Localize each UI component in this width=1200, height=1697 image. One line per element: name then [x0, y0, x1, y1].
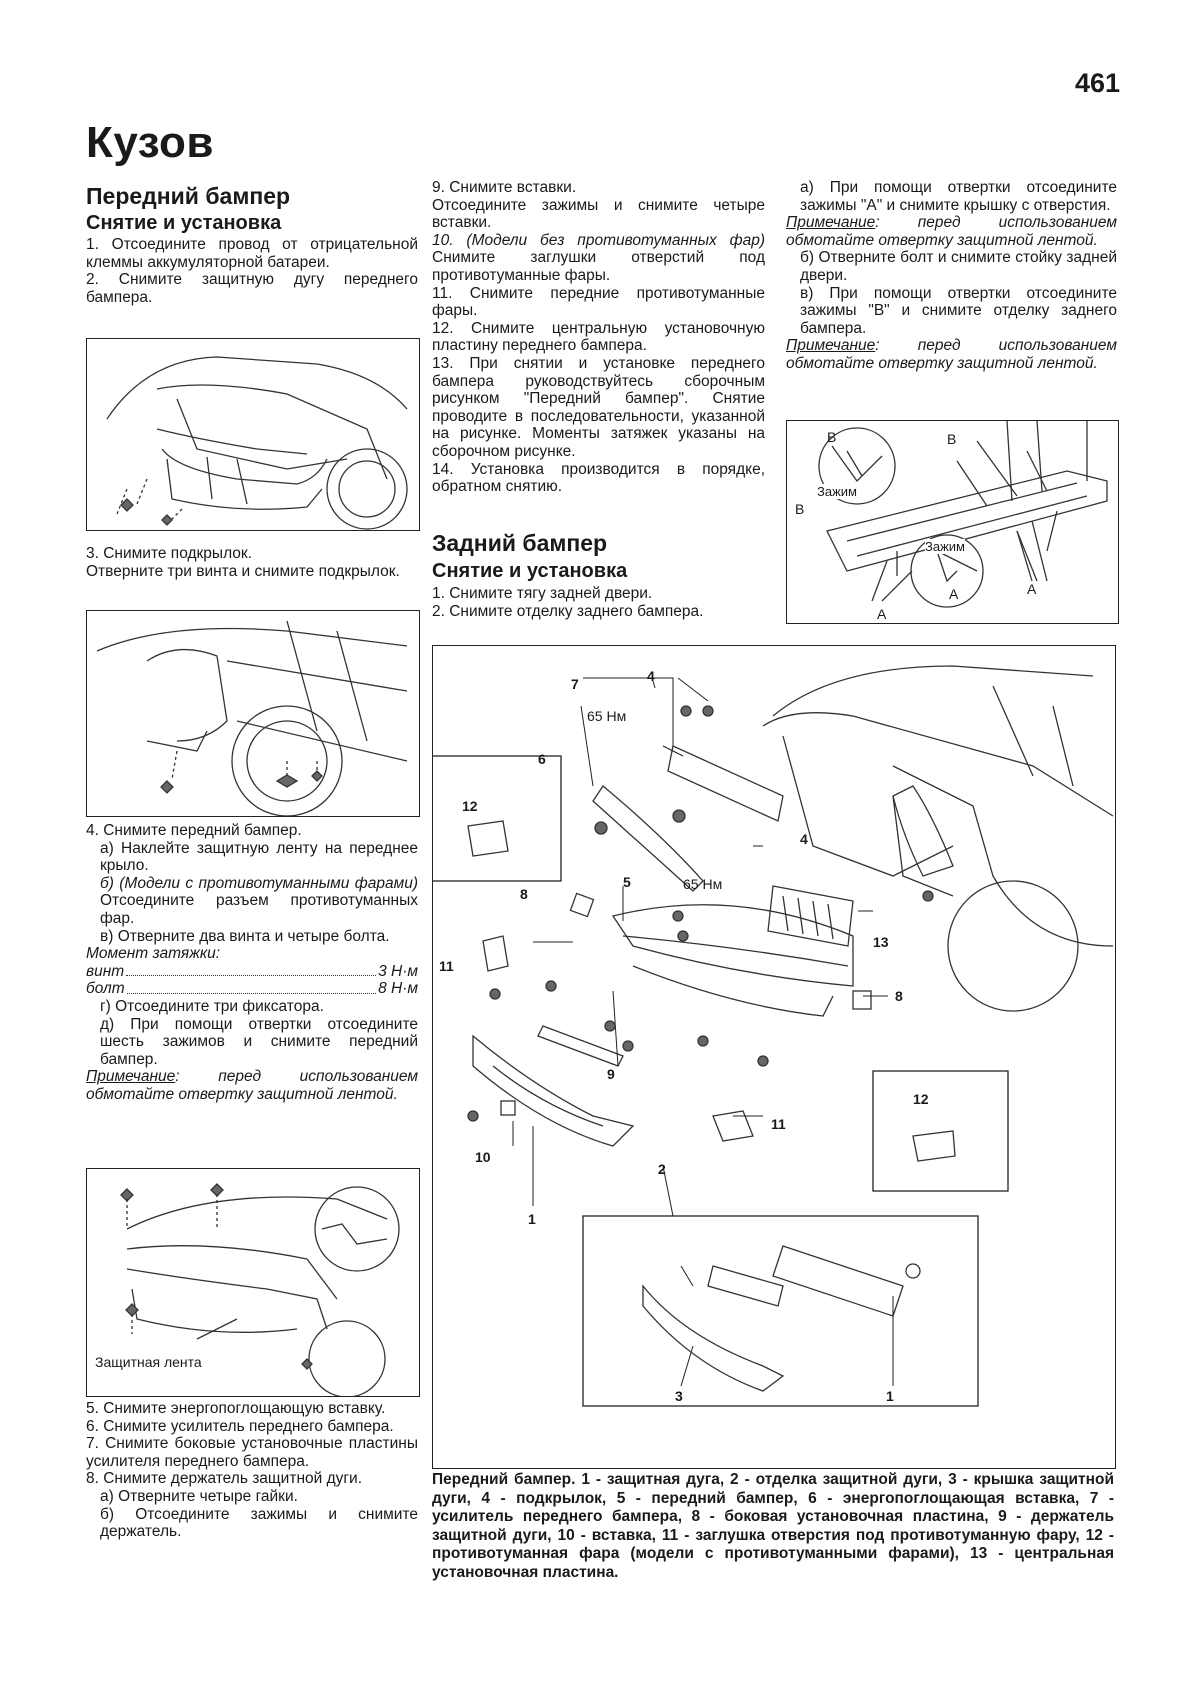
note-text: : перед использованием обмотайте отвертк… — [86, 1068, 418, 1103]
callout-8: 8 — [895, 988, 903, 1004]
torque-name: болт — [86, 980, 125, 998]
note-label: Примечание — [786, 214, 876, 232]
label-b: В — [827, 429, 837, 445]
torque-row-bolt: болт 8 Н·м — [86, 980, 418, 998]
callout-13: 13 — [873, 934, 889, 950]
label-b: В — [795, 501, 805, 517]
callout-12: 12 — [913, 1091, 929, 1107]
protective-tape-label: Защитная лента — [93, 1354, 204, 1370]
rear-bumper-heading: Задний бампер — [432, 530, 608, 556]
torque-value: 8 Н·м — [378, 980, 418, 998]
rear-step-details: а) При помощи отвертки отсоедините зажим… — [786, 179, 1117, 373]
front-step-6: 6. Снимите усилитель переднего бампера. — [86, 1417, 394, 1435]
label-clamp: Зажим — [925, 539, 965, 554]
callout-12: 12 — [462, 798, 478, 814]
label-a: А — [949, 586, 959, 602]
front-step-3-title: 3. Снимите подкрылок. — [86, 545, 252, 562]
front-step-4b-text: Отсоедините разъем противотуманных фар. — [100, 892, 418, 927]
callout-11: 11 — [439, 958, 454, 974]
front-step-10-condition: 10. (Модели без противотуманных фар) — [432, 231, 765, 249]
callout-7: 7 — [571, 676, 579, 692]
rear-steps: 1. Снимите тягу задней двери. 2. Снимите… — [432, 585, 765, 620]
front-bumper-heading: Передний бампер — [86, 183, 291, 209]
front-step-11: 11. Снимите передние противотуманные фар… — [432, 284, 765, 320]
callout-3: 3 — [675, 1388, 683, 1404]
front-step-9-text: Отсоедините зажимы и снимите четыре вста… — [432, 196, 765, 232]
torque-name: винт — [86, 962, 125, 980]
rear-note-2: Примечание: перед использованием обмотай… — [786, 337, 1117, 372]
front-step-1: 1. Отсоедините провод от отрицательной к… — [86, 236, 418, 271]
front-step-5: 5. Снимите энергопоглощающую вставку. — [86, 1400, 386, 1417]
label-clamp: Зажим — [817, 484, 857, 499]
callout-10: 10 — [475, 1149, 491, 1165]
front-step-8b: б) Отсоедините зажимы и снимите держател… — [100, 1505, 418, 1541]
front-step-9: 9. Снимите вставки. — [432, 179, 577, 196]
figure-rear-trim-clips: В В В Зажим Зажим А А А — [786, 420, 1119, 624]
front-step-4c: в) Отверните два винта и четыре болта. — [100, 927, 390, 945]
front-step-8a: а) Отверните четыре гайки. — [100, 1487, 298, 1505]
front-step-8: 8. Снимите держатель защитной дуги. — [86, 1470, 362, 1488]
front-steps-9-14: 9. Снимите вставки. Отсоедините зажимы и… — [432, 179, 765, 496]
callout-9: 9 — [607, 1066, 615, 1082]
rear-step-c: в) При помощи отвертки отсоедините зажим… — [800, 284, 1117, 337]
torque-title: Момент затяжки: — [86, 945, 221, 963]
front-step-13: 13. При снятии и установке переднего бам… — [432, 354, 765, 460]
callout-5: 5 — [623, 874, 631, 890]
rear-removal-subheading: Снятие и установка — [432, 560, 628, 582]
front-steps-5-8: 5. Снимите энергопоглощающую вставку. 6.… — [86, 1400, 418, 1541]
torque-65-top: 65 Нм — [587, 708, 627, 724]
front-step-10-text: Снимите заглушки отверстий под противоту… — [432, 249, 765, 284]
callout-1: 1 — [886, 1388, 894, 1404]
figure-fender-liner — [86, 610, 420, 817]
callout-4: 4 — [647, 668, 655, 684]
front-step-4-block: 4. Снимите передний бампер. а) Наклейте … — [86, 822, 418, 1104]
callout-2: 2 — [658, 1161, 666, 1177]
figure-front-bumper-assembly: 7 4 65 Нм 6 12 4 65 Нм 8 5 13 11 8 9 12 … — [432, 645, 1116, 1469]
note-text: : перед использованием обмотайте отвертк… — [786, 214, 1117, 249]
front-step-4b: б) (Модели с противотуманными фарами) От… — [86, 875, 418, 928]
front-step-4a: а) Наклейте защитную ленту на переднее к… — [100, 839, 418, 875]
callout-6: 6 — [538, 751, 546, 767]
torque-row-screw: винт 3 Н·м — [86, 963, 418, 981]
front-step-7: 7. Снимите боковые установочные пластины… — [86, 1435, 418, 1470]
rear-step-a: а) При помощи отвертки отсоедините зажим… — [800, 179, 1117, 214]
front-step-4: 4. Снимите передний бампер. — [86, 822, 302, 839]
note-text: : перед использованием обмотайте отвертк… — [786, 337, 1117, 372]
front-steps-1-2: 1. Отсоедините провод от отрицательной к… — [86, 236, 418, 306]
rear-step-2: 2. Снимите отделку заднего бампера. — [432, 602, 704, 620]
label-b: В — [947, 431, 957, 447]
front-step-12: 12. Снимите центральную установочную пла… — [432, 319, 765, 355]
assembly-caption: Передний бампер. 1 - защитная дуга, 2 - … — [432, 1471, 1114, 1581]
label-a: А — [877, 606, 887, 622]
page-number: 461 — [1075, 68, 1121, 98]
front-step-10: 10. (Модели без противотуманных фар) Сни… — [432, 232, 765, 285]
front-step-3: 3. Снимите подкрылок. Отверните три винт… — [86, 545, 418, 580]
chapter-title: Кузов — [86, 118, 214, 167]
front-step-4b-condition: б) (Модели с противотуманными фарами) — [100, 874, 418, 892]
callout-4: 4 — [800, 831, 808, 847]
front-note: Примечание: перед использованием обмотай… — [86, 1068, 418, 1103]
front-removal-subheading: Снятие и установка — [86, 212, 282, 234]
note-label: Примечание — [786, 337, 876, 355]
callout-8: 8 — [520, 886, 528, 902]
front-step-3-text: Отверните три винта и снимите подкрылок. — [86, 562, 400, 580]
rear-step-1: 1. Снимите тягу задней двери. — [432, 585, 653, 602]
front-step-2: 2. Снимите защитную дугу переднего бампе… — [86, 271, 418, 306]
front-step-14: 14. Установка производится в порядке, об… — [432, 460, 765, 496]
note-label: Примечание — [86, 1068, 176, 1086]
front-step-4d: г) Отсоедините три фиксатора. — [100, 997, 324, 1015]
torque-65-bottom: 65 Нм — [683, 876, 723, 892]
callout-11: 11 — [771, 1116, 786, 1132]
callout-1: 1 — [528, 1211, 536, 1227]
label-a: А — [1027, 581, 1037, 597]
figure-guard-bar-removal — [86, 338, 420, 531]
front-step-4e: д) При помощи отвертки отсоедините шесть… — [100, 1015, 418, 1068]
rear-note-1: Примечание: перед использованием обмотай… — [786, 214, 1117, 249]
figure-protective-tape: Защитная лента — [86, 1168, 420, 1397]
rear-step-b: б) Отверните болт и снимите стойку задне… — [800, 249, 1117, 284]
torque-value: 3 Н·м — [378, 962, 418, 980]
